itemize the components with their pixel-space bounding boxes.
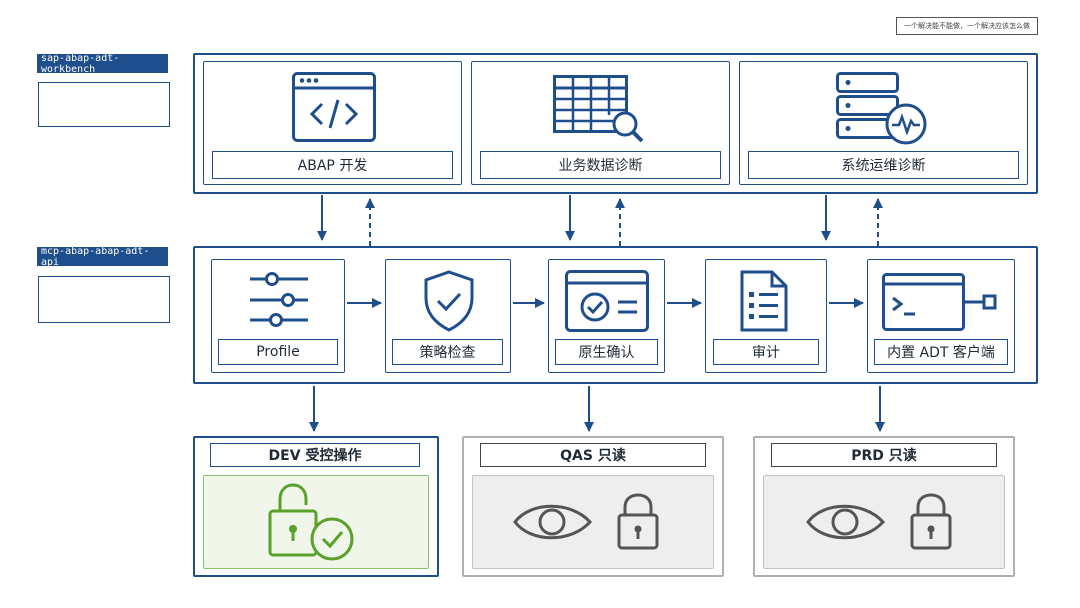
workbench-blank-box: [38, 82, 170, 127]
env-label-qas: QAS 只读: [480, 443, 706, 467]
code-window-icon: [292, 72, 376, 142]
note-box: 一个解决能不能做，一个解决应该怎么做: [896, 17, 1038, 35]
terminal-plug-icon: [882, 273, 997, 331]
shield-check-icon: [424, 270, 474, 332]
card-label-business-data: 业务数据诊断: [480, 151, 721, 179]
tag-api: mcp-abap-abap-adt-api: [37, 246, 168, 268]
api-blank-box: [38, 276, 170, 323]
env-label-dev: DEV 受控操作: [210, 443, 420, 467]
confirm-dialog-icon: [565, 270, 649, 332]
env-label-prd: PRD 只读: [771, 443, 997, 467]
sliders-icon: [250, 272, 308, 327]
step-label-policy-check: 策略检查: [392, 339, 503, 365]
eye-lock-icon-qas: [513, 493, 659, 550]
step-label-native-confirm: 原生确认: [555, 339, 658, 365]
card-label-abap-dev: ABAP 开发: [212, 151, 453, 179]
eye-lock-icon-prd: [806, 493, 952, 550]
env-qas-panel: [472, 475, 714, 569]
checklist-document-icon: [740, 270, 788, 332]
card-label-system-ops: 系统运维诊断: [748, 151, 1019, 179]
table-search-icon: [553, 75, 644, 143]
tag-workbench: sap-abap-adt-workbench: [37, 53, 168, 75]
unlock-check-icon: [268, 483, 354, 561]
server-monitor-icon: [836, 72, 927, 145]
step-label-adt-client: 内置 ADT 客户端: [874, 339, 1008, 365]
step-label-audit: 审计: [713, 339, 819, 365]
step-label-profile: Profile: [218, 339, 338, 365]
